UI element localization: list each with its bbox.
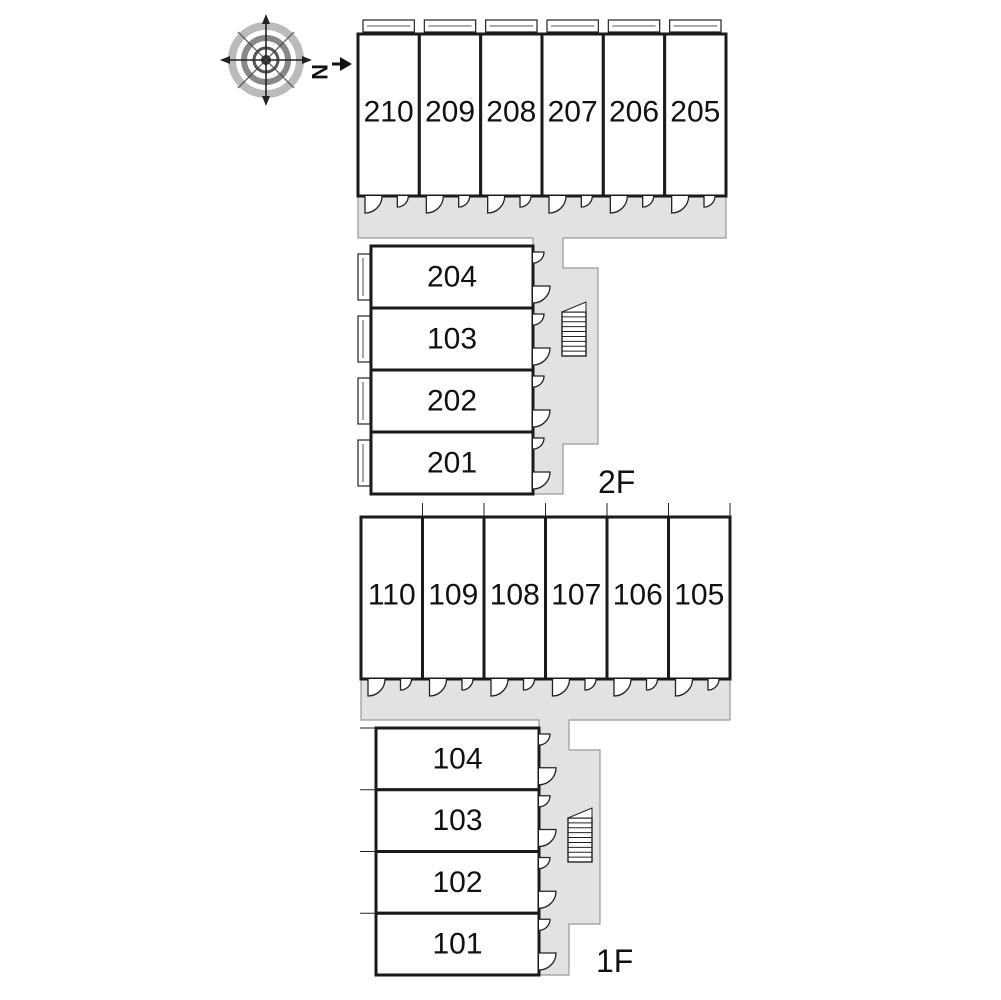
unit-room — [374, 911, 541, 977]
unit-room — [601, 32, 667, 198]
unit-room — [374, 788, 541, 853]
door-icon — [584, 678, 597, 691]
unit-207-label: 207 — [548, 95, 598, 128]
unit-109-label: 109 — [428, 578, 478, 611]
door-icon — [538, 795, 551, 808]
door-icon — [674, 678, 694, 697]
balcony — [357, 439, 371, 487]
door-icon — [538, 856, 551, 870]
door-icon — [538, 767, 557, 786]
unit-layer — [356, 32, 732, 977]
door-icon — [551, 678, 571, 697]
door-icon — [703, 195, 716, 208]
unit-room — [369, 430, 535, 496]
door-icon — [642, 195, 655, 208]
balcony — [357, 315, 371, 363]
stair-landing — [561, 301, 587, 313]
unit-103-label: 103 — [432, 804, 482, 837]
unit-209-label: 209 — [425, 95, 475, 128]
unit-108-label: 108 — [490, 578, 540, 611]
unit-201-label: 201 — [427, 447, 477, 480]
compass-rose-icon — [220, 14, 312, 106]
unit-206-label: 206 — [609, 95, 659, 128]
common-corridor — [360, 678, 731, 976]
unit-room — [482, 515, 547, 681]
unit-202-label: 202 — [427, 385, 477, 418]
unit-104-label: 104 — [432, 742, 482, 775]
door-icon — [532, 409, 551, 428]
unit-room — [369, 368, 535, 434]
door-icon — [613, 678, 632, 697]
corridor-layer — [357, 195, 731, 976]
door-icon — [538, 828, 557, 848]
unit-room — [369, 244, 535, 310]
unit-205-label: 205 — [670, 95, 720, 128]
door-icon — [538, 918, 551, 931]
door-icon — [532, 313, 545, 326]
door-icon — [707, 678, 720, 691]
unit-101-label: 101 — [432, 928, 482, 961]
balcony — [357, 253, 371, 301]
door-icon — [364, 195, 383, 214]
unit-room — [369, 306, 535, 372]
door-icon — [532, 375, 545, 388]
staircase-icon — [561, 311, 587, 357]
unit-room — [421, 515, 486, 681]
door-icon — [532, 285, 551, 304]
door-icon — [532, 251, 545, 264]
stair-landing — [567, 807, 593, 819]
compass-north-letter: N — [307, 64, 332, 80]
unit-204-label: 204 — [427, 261, 477, 294]
door-icon — [645, 678, 659, 691]
unit-106-label: 106 — [613, 578, 663, 611]
unit-room — [374, 726, 541, 792]
balcony — [357, 377, 371, 425]
floor-2-label: 2F — [598, 464, 635, 500]
staircase-icon — [567, 817, 593, 863]
door-icon — [367, 678, 386, 697]
door-icon — [532, 471, 551, 490]
north-arrow-icon — [332, 57, 352, 71]
door-icon — [532, 437, 545, 450]
door-icon — [399, 678, 413, 691]
door-icon — [538, 733, 551, 746]
floor-1-label: 1F — [596, 943, 633, 979]
door-icon — [458, 195, 471, 208]
door-icon — [522, 678, 536, 691]
unit-room — [544, 515, 609, 681]
unit-room — [605, 515, 670, 681]
door-icon — [580, 195, 593, 208]
balcony-layer — [357, 19, 731, 914]
door-icon — [532, 347, 551, 366]
door-icon — [519, 195, 532, 208]
door-icon — [428, 678, 448, 697]
unit-room — [540, 32, 605, 198]
unit-room — [667, 515, 732, 681]
unit-210-label: 210 — [364, 95, 414, 128]
unit-room — [374, 850, 541, 915]
unit-room — [417, 32, 483, 198]
door-icon — [425, 195, 444, 214]
door-icon — [548, 195, 567, 214]
door-icon — [538, 890, 557, 909]
unit-room — [663, 32, 728, 198]
door-layer — [364, 195, 720, 971]
door-icon — [396, 195, 409, 208]
door-icon — [490, 678, 509, 697]
unit-107-label: 107 — [551, 578, 601, 611]
stair-layer — [561, 301, 593, 863]
unit-room — [359, 515, 424, 681]
door-icon — [538, 952, 557, 971]
unit-102-label: 102 — [432, 866, 482, 899]
unit-110-label: 110 — [368, 578, 416, 611]
door-icon — [487, 195, 506, 214]
unit-103-label: 103 — [427, 323, 477, 356]
door-icon — [461, 678, 474, 691]
door-icon — [671, 195, 690, 214]
common-corridor — [357, 195, 727, 495]
door-icon — [609, 195, 628, 214]
unit-105-label: 105 — [674, 578, 724, 611]
unit-208-label: 208 — [486, 95, 536, 128]
